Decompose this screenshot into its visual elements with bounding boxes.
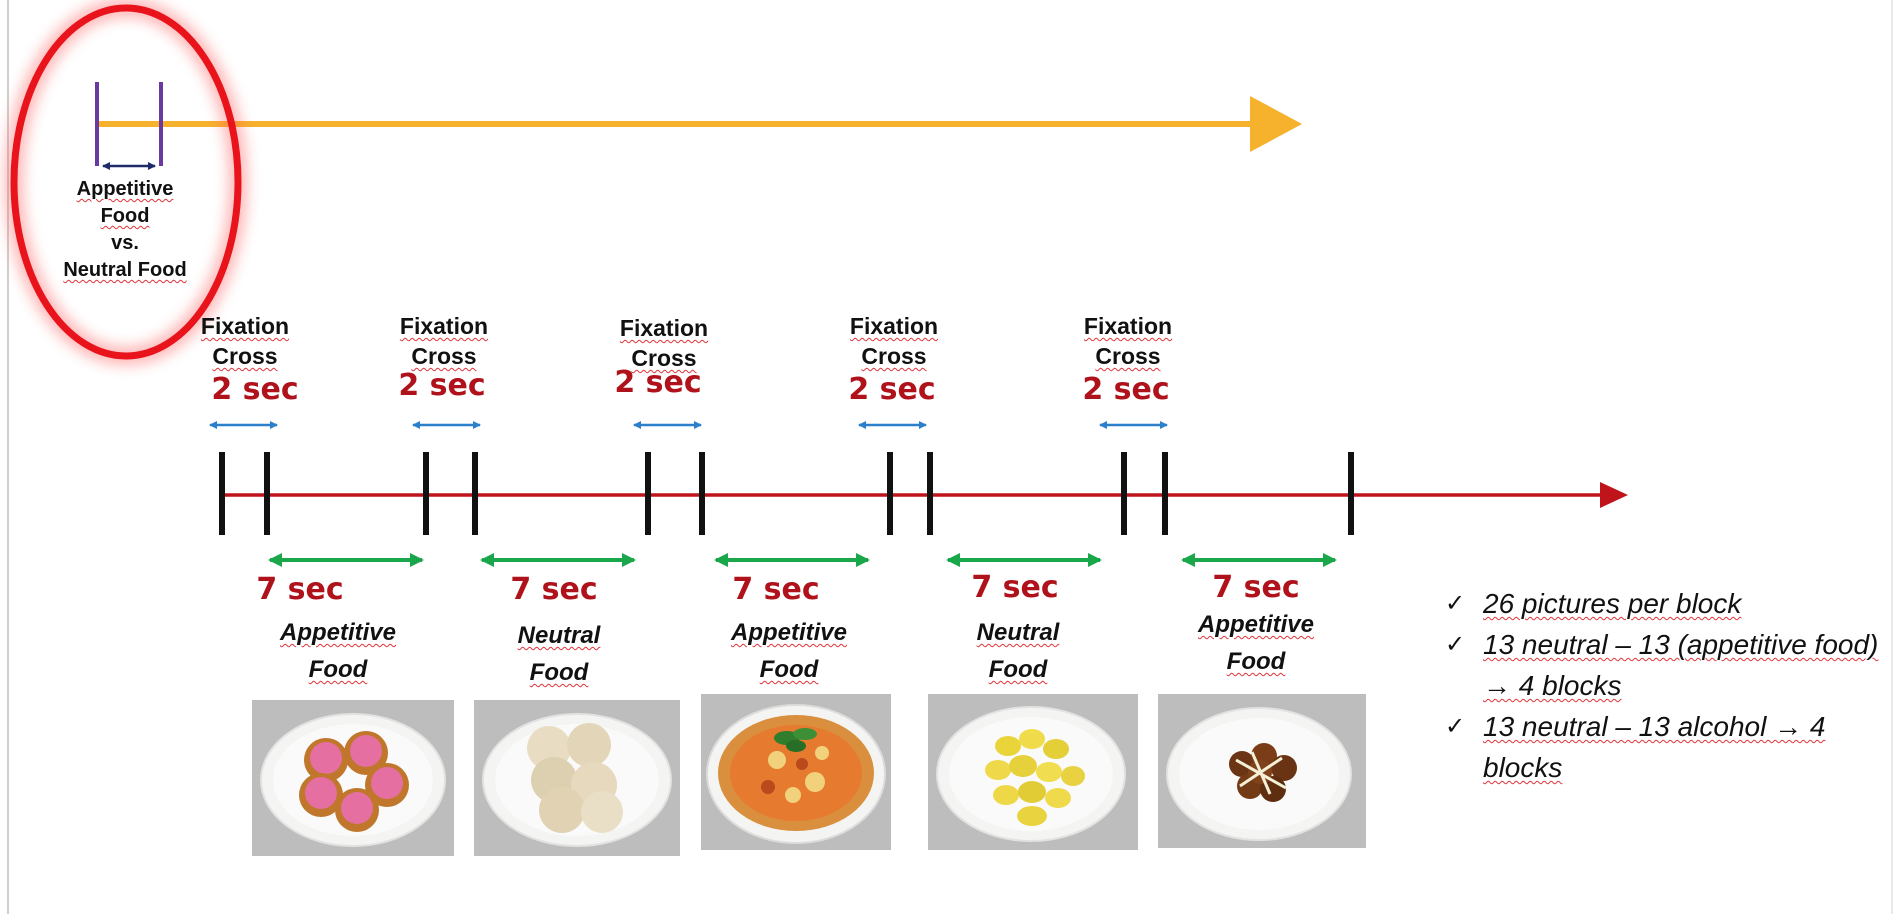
fixation-label-line2: Cross xyxy=(861,343,927,369)
fixation-label: Fixation Cross xyxy=(384,311,504,371)
stimulus-label: Appetitive Food xyxy=(263,614,413,688)
legend-label-line: Appetitive xyxy=(76,178,174,200)
note-text: 26 pictures per block xyxy=(1483,588,1742,619)
stimulus-label-line2: Food xyxy=(529,659,589,686)
fixation-label: Fixation Cross xyxy=(185,311,305,371)
fixation-label-line1: Fixation xyxy=(200,313,290,339)
fixation-label: Fixation Cross xyxy=(604,313,724,373)
fixation-duration: 2 sec xyxy=(398,368,486,403)
fixation-label-line1: Fixation xyxy=(619,315,709,341)
stimulus-duration: 7 sec xyxy=(1212,570,1300,605)
stimulus-label-line1: Appetitive xyxy=(730,619,847,646)
stimulus-duration: 7 sec xyxy=(256,572,344,607)
fixation-label-line1: Fixation xyxy=(849,313,939,339)
legend-block-bracket xyxy=(95,82,163,170)
stimulus-label: Neutral Food xyxy=(484,617,634,691)
list-item: ✓ 26 pictures per block xyxy=(1445,583,1890,624)
legend-label-line: Neutral Food xyxy=(63,259,187,281)
fixation-label-line2: Cross xyxy=(631,345,697,371)
stimulus-duration: 7 sec xyxy=(510,572,598,607)
fixation-label-line2: Cross xyxy=(411,343,477,369)
pizza-plate-image xyxy=(706,704,886,844)
note-text: 13 neutral – 13 (appetitive food) → 4 bl… xyxy=(1483,629,1879,701)
food-photo-pizza xyxy=(701,694,891,850)
stimulus-label-line1: Neutral xyxy=(517,622,601,649)
stimulus-label-line2: Food xyxy=(308,656,368,683)
fixation-label: Fixation Cross xyxy=(1068,311,1188,371)
timeline-ticks xyxy=(219,452,1354,535)
fixation-label-line1: Fixation xyxy=(399,313,489,339)
fixation-duration: 2 sec xyxy=(614,365,702,400)
check-icon: ✓ xyxy=(1445,630,1466,658)
list-item: ✓ 13 neutral – 13 (appetitive food) → 4 … xyxy=(1445,624,1890,706)
stimulus-label-line2: Food xyxy=(759,656,819,683)
legend-highlight-ring xyxy=(5,0,247,365)
rice-cakes-plate-image xyxy=(482,713,672,847)
stimulus-label-line2: Food xyxy=(1226,648,1286,675)
legend-label: Appetitive Food vs. Neutral Food xyxy=(40,176,210,284)
fixation-duration: 2 sec xyxy=(848,372,936,407)
boiled-potatoes-plate-image xyxy=(936,706,1126,842)
stimulus-label: Appetitive Food xyxy=(714,614,864,688)
fixation-label-line2: Cross xyxy=(212,343,278,369)
stimulus-label-line1: Appetitive xyxy=(279,619,396,646)
stimulus-duration: 7 sec xyxy=(732,572,820,607)
food-photo-glazed-meatballs xyxy=(1158,694,1366,848)
stimulus-label-line2: Food xyxy=(988,656,1048,683)
food-photo-boiled-potatoes xyxy=(928,694,1138,850)
fixation-label: Fixation Cross xyxy=(834,311,954,371)
food-photo-rice-cakes xyxy=(474,700,680,856)
list-item: ✓ 13 neutral – 13 alcohol → 4 blocks xyxy=(1445,706,1890,788)
fixation-label-line2: Cross xyxy=(1095,343,1161,369)
glazed-meatballs-plate-image xyxy=(1166,707,1352,841)
fixation-duration: 2 sec xyxy=(211,372,299,407)
stimulus-label: Neutral Food xyxy=(943,614,1093,688)
check-icon: ✓ xyxy=(1445,589,1466,617)
notes-list: ✓ 26 pictures per block ✓ 13 neutral – 1… xyxy=(1445,583,1890,788)
note-text: 13 neutral – 13 alcohol → 4 blocks xyxy=(1483,711,1826,783)
timeline-axis xyxy=(222,482,1628,508)
stimulus-duration: 7 sec xyxy=(971,570,1059,605)
stimulus-label: Appetitive Food xyxy=(1181,606,1331,680)
fixation-duration: 2 sec xyxy=(1082,372,1170,407)
legend-label-line: Food xyxy=(100,205,150,227)
stimulus-label-line1: Appetitive xyxy=(1197,611,1314,638)
legend-label-line: vs. xyxy=(111,232,139,254)
pink-iced-biscuits-plate-image xyxy=(260,713,446,847)
stimulus-label-line1: Neutral xyxy=(976,619,1060,646)
food-photo-pink-iced-biscuits xyxy=(252,700,454,856)
check-icon: ✓ xyxy=(1445,712,1466,740)
fixation-label-line1: Fixation xyxy=(1083,313,1173,339)
top-arrow xyxy=(95,96,1302,152)
